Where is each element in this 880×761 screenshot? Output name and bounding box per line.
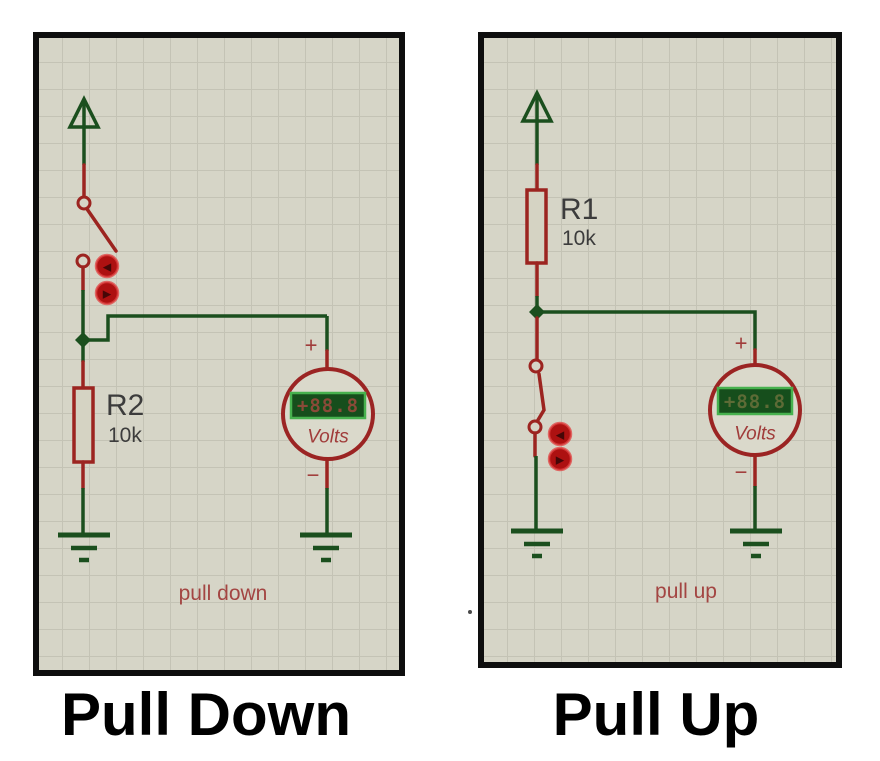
toggle-right-arrow-icon: ▶ bbox=[103, 288, 112, 301]
resistor-value-label: 10k bbox=[562, 227, 596, 250]
switch-terminal-bottom bbox=[75, 253, 91, 269]
pull-up-circuit: R1 10k ◀ ▶ bbox=[511, 89, 802, 603]
resistor-ref-label: R2 bbox=[106, 389, 144, 422]
ground-icon bbox=[730, 528, 782, 559]
annotation-label: pull down bbox=[179, 582, 268, 605]
ground-icon bbox=[58, 532, 110, 563]
switch-terminal-top bbox=[76, 195, 92, 211]
minus-terminal-label: − bbox=[307, 463, 320, 488]
voltmeter-reading: +88.8 bbox=[297, 395, 359, 417]
toggle-left-arrow-icon: ◀ bbox=[556, 429, 565, 442]
pull-down-caption: Pull Down bbox=[61, 681, 351, 748]
voltmeter-unit-label: Volts bbox=[307, 427, 349, 448]
power-arrow-icon bbox=[520, 89, 554, 123]
switch-terminal-bottom bbox=[527, 419, 543, 435]
voltmeter-reading: +88.8 bbox=[724, 391, 786, 413]
toggle-right-arrow-icon: ▶ bbox=[556, 454, 565, 467]
switch-terminal-top bbox=[528, 358, 544, 374]
junction-dot bbox=[529, 304, 545, 320]
ground-icon bbox=[300, 532, 352, 563]
switch-toggle-down-button[interactable]: ▶ bbox=[547, 446, 573, 472]
pull-down-circuit: ◀ ▶ R2 10k bbox=[58, 95, 375, 605]
pull-down-schematic-panel: ◀ ▶ R2 10k bbox=[33, 32, 405, 676]
resistor-value-label: 10k bbox=[108, 424, 142, 447]
resistor-ref-label: R1 bbox=[560, 193, 598, 226]
stray-dot bbox=[468, 610, 472, 614]
plus-terminal-label: + bbox=[735, 331, 748, 356]
switch-lever[interactable] bbox=[536, 372, 546, 422]
pull-up-schematic-panel: R1 10k ◀ ▶ bbox=[478, 32, 842, 668]
annotation-label: pull up bbox=[655, 580, 717, 603]
node-wire bbox=[89, 314, 327, 342]
minus-terminal-label: − bbox=[735, 460, 748, 485]
switch-lever[interactable] bbox=[85, 207, 118, 253]
ground-icon bbox=[511, 528, 563, 559]
resistor-body[interactable] bbox=[525, 188, 548, 265]
node-wire bbox=[543, 310, 757, 350]
plus-terminal-label: + bbox=[305, 333, 318, 358]
switch-toggle-up-button[interactable]: ◀ bbox=[547, 421, 573, 447]
resistor-body[interactable] bbox=[72, 386, 95, 464]
junction-dot bbox=[75, 332, 91, 348]
voltmeter-display bbox=[716, 386, 794, 416]
pull-up-caption: Pull Up bbox=[552, 681, 760, 748]
power-arrow-icon bbox=[67, 95, 101, 129]
voltmeter-display bbox=[289, 391, 367, 420]
toggle-left-arrow-icon: ◀ bbox=[103, 261, 112, 274]
switch-toggle-down-button[interactable]: ▶ bbox=[94, 280, 120, 306]
voltmeter-unit-label: Volts bbox=[734, 424, 776, 445]
switch-toggle-up-button[interactable]: ◀ bbox=[94, 253, 120, 279]
